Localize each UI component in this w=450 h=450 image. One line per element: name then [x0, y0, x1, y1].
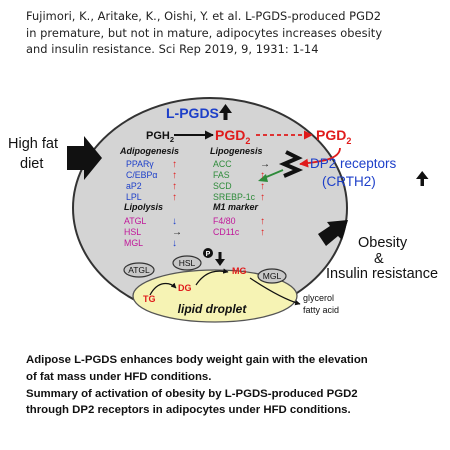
adipogenesis-item-3: aP2: [126, 181, 142, 191]
secreted-product-subscript: 2: [346, 136, 351, 146]
lipolysis-item-2-arrow: →: [172, 227, 182, 238]
dg-label: DG: [178, 283, 192, 293]
lipogenesis-item-2: FAS: [213, 170, 230, 180]
lipogenesis-item-3-arrow: ↑: [260, 181, 265, 192]
citation-line-2: in premature, but not in mature, adipocy…: [26, 25, 383, 40]
lipogenesis-item-4: SREBP-1c: [213, 192, 256, 202]
phospho-down-arrow-icon: [215, 252, 225, 266]
receptor-icon: [278, 150, 304, 178]
caption-line-1: Adipose L-PGDS enhances body weight gain…: [26, 354, 368, 366]
outcome-insulin-resistance: Insulin resistance: [326, 266, 438, 282]
m1-marker-list: F4/80 ↑ CD11c ↑: [213, 216, 265, 238]
m1_marker-item-2: CD11c: [213, 227, 240, 237]
lipolysis-item-3-arrow: ↓: [172, 238, 177, 249]
product-subscript: 2: [245, 136, 250, 146]
receptor-label: DP2 receptors: [310, 156, 397, 171]
phospho-badge: [203, 248, 213, 258]
pgd2-to-receptor-arrow: [299, 147, 341, 168]
adipogenesis-title: Adipogenesis: [119, 146, 179, 156]
adipogenesis-item-2-arrow: ↑: [172, 170, 177, 181]
product-label: PGD2: [215, 127, 250, 146]
adipogenesis-item-1-arrow: ↑: [172, 159, 177, 170]
adipogenesis-item-1: PPARγ: [126, 159, 154, 169]
substrate-label: PGH2: [146, 130, 174, 144]
m1-marker-title: M1 marker: [213, 202, 259, 212]
glycerol-label: glycerol: [303, 293, 334, 303]
m1_marker-item-2-arrow: ↑: [260, 227, 265, 238]
substrate-text: PGH: [146, 130, 170, 142]
m1_marker-item-1: F4/80: [213, 216, 236, 226]
enzyme-label: L-PGDS: [166, 105, 219, 121]
citation-line-1: Fujimori, K., Aritake, K., Oishi, Y. et …: [26, 9, 382, 23]
phospho-badge-label: P: [206, 251, 211, 258]
receptor-to-lipogenesis-arrow: [263, 169, 284, 179]
lipolysis-item-1: ATGL: [124, 216, 146, 226]
adipogenesis-item-4-arrow: ↑: [172, 192, 177, 203]
figure-caption: Adipose L-PGDS enhances body weight gain…: [26, 352, 441, 419]
enzyme-up-arrow-icon: [219, 104, 232, 120]
mgl-label: MGL: [263, 271, 282, 281]
lipolysis-item-2: HSL: [124, 227, 141, 237]
caption-line-2: of fat mass under HFD conditions.: [26, 370, 212, 383]
input-arrow-icon: [67, 136, 102, 180]
citation-line-3: and insulin resistance. Sci Rep 2019, 9,…: [26, 42, 319, 57]
hsl-enzyme-shape: [172, 255, 202, 271]
adipogenesis-item-3-arrow: ↑: [172, 181, 177, 192]
receptor-to-lipogenesis-arrowhead: [258, 174, 268, 182]
tg-to-dg-arrow: [149, 282, 177, 296]
lipolysis-title: Lipolysis: [124, 202, 163, 212]
lipogenesis-item-2-arrow: ↑: [260, 170, 265, 181]
dg-to-mg-arrow: [195, 268, 229, 286]
hsl-label: HSL: [179, 258, 196, 268]
substrate-subscript: 2: [170, 135, 174, 144]
input-label-high-fat: High fat: [8, 136, 58, 152]
caption-line-3: Summary of activation of obesity by L-PG…: [26, 387, 358, 400]
adipogenesis-list: PPARγ ↑ C/EBPα ↑ aP2 ↑ LPL ↑: [126, 159, 177, 203]
input-label-diet: diet: [20, 156, 43, 172]
lipogenesis-item-1-arrow: →: [260, 159, 270, 170]
m1_marker-item-1-arrow: ↑: [260, 216, 265, 227]
receptor-sublabel: (CRTH2): [322, 174, 376, 189]
caption-line-4: through DP2 receptors in adipocytes unde…: [26, 404, 351, 417]
lipogenesis-list: ACC → FAS ↑ SCD ↑ SREBP-1c ↑: [213, 159, 270, 203]
mgl-enzyme-shape: [257, 268, 287, 284]
lipolysis-item-1-arrow: ↓: [172, 216, 177, 227]
lipolysis-list: ATGL ↓ HSL → MGL ↓: [124, 216, 182, 249]
output-arrow-icon: [318, 220, 348, 246]
outcome-obesity: Obesity: [358, 235, 408, 251]
lipogenesis-item-3: SCD: [213, 181, 232, 191]
receptor-up-arrow-icon: [416, 171, 429, 186]
lipid-droplet-label: lipid droplet: [178, 302, 248, 316]
adipogenesis-item-2: C/EBPα: [126, 170, 158, 180]
secreted-product-text: PGD: [316, 127, 346, 143]
adipogenesis-item-4: LPL: [126, 192, 142, 202]
product-text: PGD: [215, 127, 245, 143]
citation: Fujimori, K., Aritake, K., Oishi, Y. et …: [26, 8, 436, 58]
atgl-enzyme-shape: [123, 262, 155, 278]
lipogenesis-item-4-arrow: ↑: [260, 192, 265, 203]
mg-to-glycerol-arrow: [249, 277, 301, 306]
tg-label: TG: [143, 294, 156, 304]
lipogenesis-item-1: ACC: [213, 159, 232, 169]
outcome-ampersand: &: [374, 251, 384, 267]
atgl-label: ATGL: [128, 265, 150, 275]
mg-label: MG: [232, 266, 247, 276]
fatty-acid-label: fatty acid: [303, 305, 339, 315]
lipolysis-item-3: MGL: [124, 238, 143, 248]
lipogenesis-title: Lipogenesis: [210, 146, 263, 156]
secreted-product-label: PGD2: [316, 127, 351, 146]
